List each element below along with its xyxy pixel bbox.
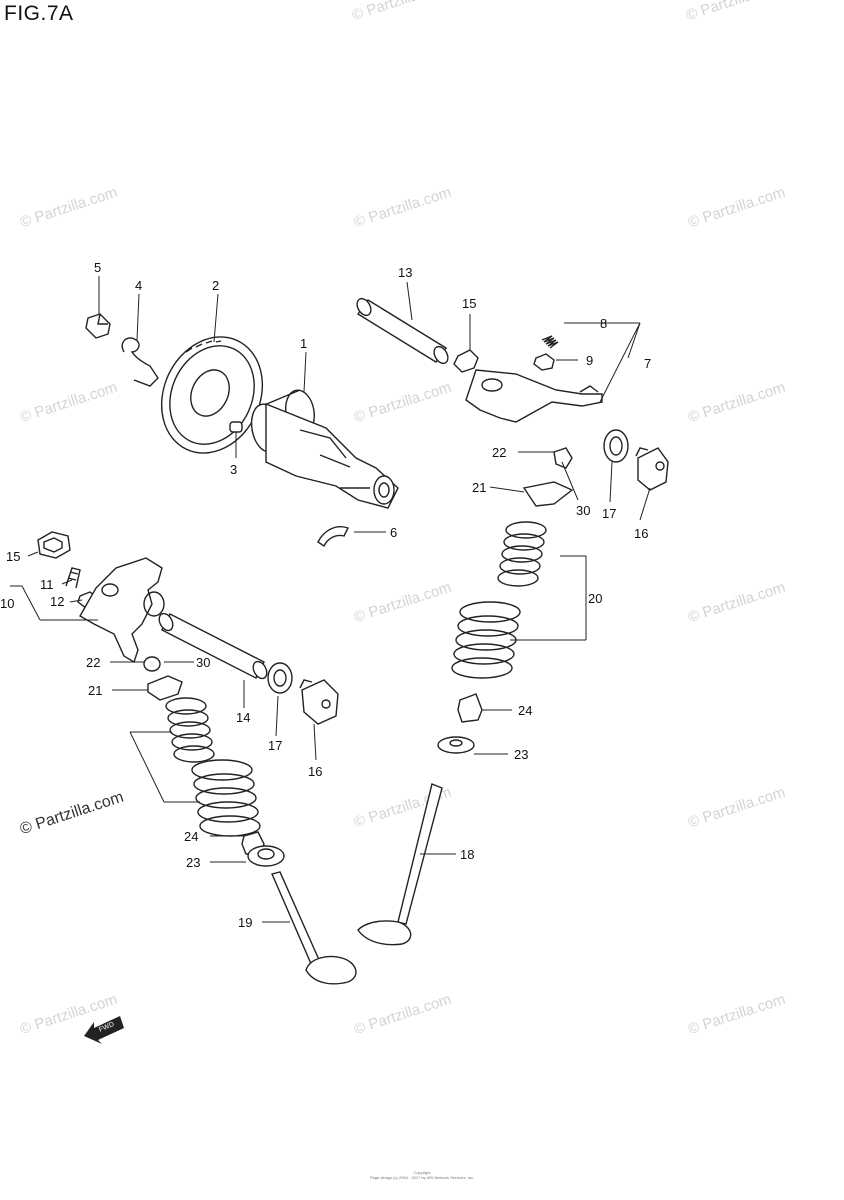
callout-15: 15 xyxy=(462,296,476,311)
figure-title: FIG.7A xyxy=(4,2,74,25)
o-ring xyxy=(37,531,71,559)
valve-springs-lower xyxy=(165,697,261,837)
callout-1: 1 xyxy=(300,336,307,351)
callout-22: 22 xyxy=(492,445,506,460)
camshaft xyxy=(250,389,399,509)
callout-4: 4 xyxy=(135,278,142,293)
front-direction-arrow: FWD xyxy=(84,1016,124,1044)
valve-springs-upper xyxy=(451,521,547,679)
callout-30: 30 xyxy=(196,655,210,670)
rocker-arm-lower xyxy=(79,557,165,664)
callout-21: 21 xyxy=(472,480,486,495)
callout-11: 11 xyxy=(40,577,54,592)
rocker-shaft-lower xyxy=(158,612,268,680)
callout-19: 19 xyxy=(238,915,252,930)
callout-17: 17 xyxy=(268,738,282,753)
callout-22: 22 xyxy=(86,655,100,670)
dowel-pin xyxy=(229,421,243,433)
callout-16: 16 xyxy=(308,764,322,779)
lock-nut xyxy=(533,353,555,371)
o-ring xyxy=(453,349,479,373)
callout-23: 23 xyxy=(186,855,200,870)
lock-washer xyxy=(121,337,159,387)
o-ring-cap xyxy=(267,662,293,694)
tappet-cap xyxy=(299,679,339,725)
intake-valve xyxy=(271,871,357,985)
callout-14: 14 xyxy=(236,710,250,725)
adjuster-spring xyxy=(541,335,559,349)
callout-5: 5 xyxy=(94,260,101,275)
valve-cotter xyxy=(143,656,161,672)
callout-23: 23 xyxy=(514,747,528,762)
footer-line-1: Copyright xyxy=(413,1170,431,1175)
callout-30: 30 xyxy=(576,503,590,518)
callout-18: 18 xyxy=(460,847,474,862)
tappet-cap xyxy=(635,447,669,491)
callout-24: 24 xyxy=(518,703,532,718)
clip xyxy=(317,526,349,548)
callout-15: 15 xyxy=(6,549,20,564)
callout-7: 7 xyxy=(644,356,651,371)
bolt xyxy=(85,313,111,339)
callout-6: 6 xyxy=(390,525,397,540)
spring-seat xyxy=(247,845,285,867)
callout-20: 20 xyxy=(588,591,602,606)
adjuster-screw xyxy=(65,567,81,589)
spring-seat xyxy=(437,736,475,754)
rocker-arm-upper xyxy=(465,369,603,423)
callout-21: 21 xyxy=(88,683,102,698)
callout-numbers: 5 4 2 1 3 6 13 15 8 9 7 22 21 30 17 16 2… xyxy=(0,260,651,930)
callout-9: 9 xyxy=(586,353,593,368)
o-ring-cap xyxy=(603,429,629,463)
valve-retainer xyxy=(522,481,574,507)
callout-2: 2 xyxy=(212,278,219,293)
callout-17: 17 xyxy=(602,506,616,521)
rocker-shaft-upper xyxy=(356,297,449,365)
footer-line-2: Page design (c) 2004 - 2017 by ARI Netwo… xyxy=(369,1175,475,1180)
callout-12: 12 xyxy=(50,594,64,609)
valve-cotter xyxy=(553,447,573,469)
leader-lines xyxy=(10,276,651,923)
callout-16: 16 xyxy=(634,526,648,541)
copyright-footer: Copyright Page design (c) 2004 - 2017 by… xyxy=(0,1170,844,1180)
valve-stem-seal xyxy=(457,693,483,723)
exhaust-valve xyxy=(357,783,443,946)
callout-13: 13 xyxy=(398,265,412,280)
callout-24: 24 xyxy=(184,829,198,844)
callout-8: 8 xyxy=(600,316,607,331)
callout-10: 10 xyxy=(0,596,14,611)
callout-3: 3 xyxy=(230,462,237,477)
valve-retainer xyxy=(147,675,183,701)
